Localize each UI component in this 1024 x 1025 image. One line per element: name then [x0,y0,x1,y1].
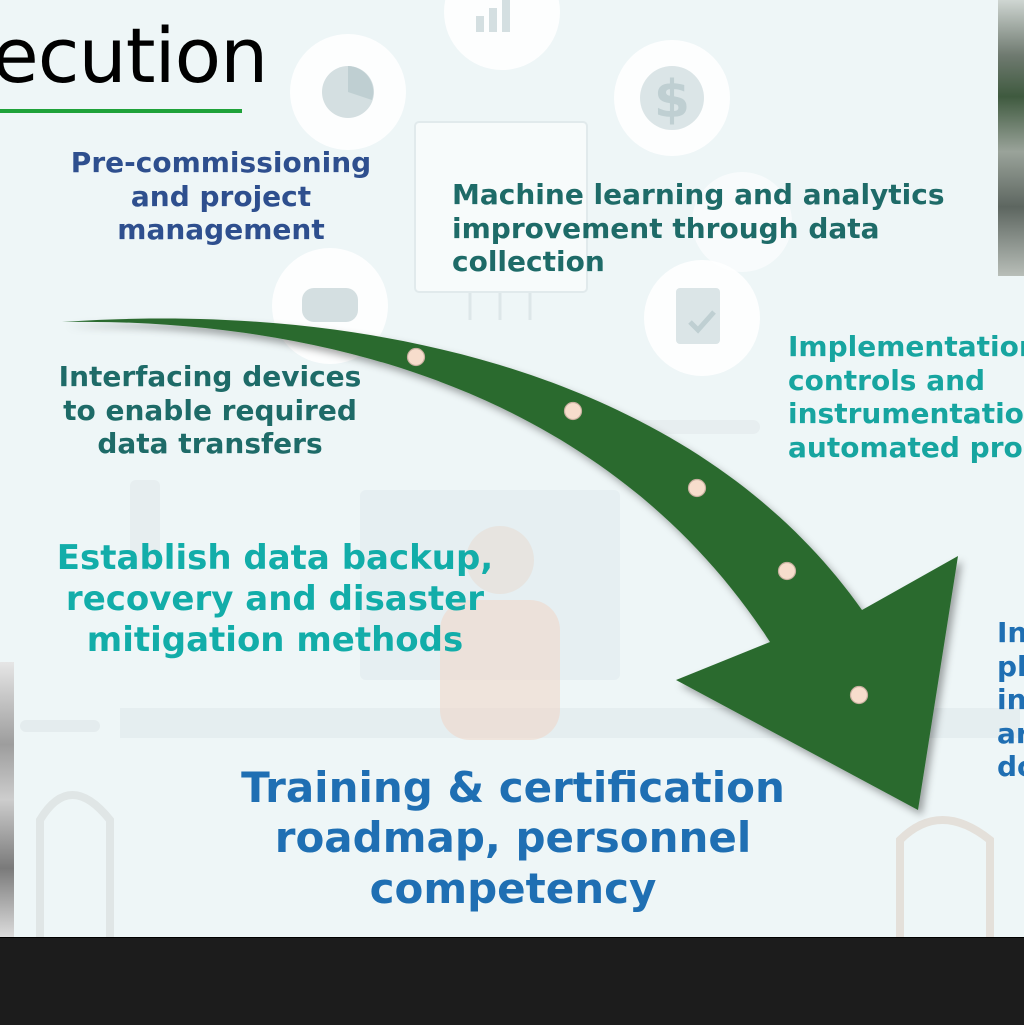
presentation-bottom-bar [0,937,1024,1025]
title-underline [0,109,242,113]
photo-thumbnail-right [998,0,1024,276]
label-precommissioning: Pre-commissioning and project management [70,146,372,247]
process-arrow [62,318,958,810]
label-training-certification: Training & certification roadmap, person… [241,763,785,913]
label-implementation: Implementation controls and instrumentat… [788,330,1024,464]
arrow-shape [62,318,958,810]
arrow-dot [563,401,583,421]
label-interfacing-devices: Interfacing devices to enable required d… [58,360,362,461]
arrow-dot [849,685,869,705]
pie-chart-icon [290,34,406,150]
label-machine-learning: Machine learning and analytics improveme… [452,178,945,279]
label-data-backup: Establish data backup, recovery and disa… [56,538,494,660]
dollar-icon: $ [614,40,730,156]
label-right-partial: In pl in ar do [997,616,1024,784]
checklist-icon [644,260,760,376]
bar-chart-icon [444,0,560,70]
arrow-dot [687,478,707,498]
svg-text:$: $ [654,70,690,130]
photo-thumbnail-left [0,662,14,937]
slide-title: ecution [0,11,268,100]
arrow-dot [777,561,797,581]
slide-canvas: $ ecution [0,0,1024,937]
background-illustration: $ [36,0,994,937]
arrow-dot [406,347,426,367]
